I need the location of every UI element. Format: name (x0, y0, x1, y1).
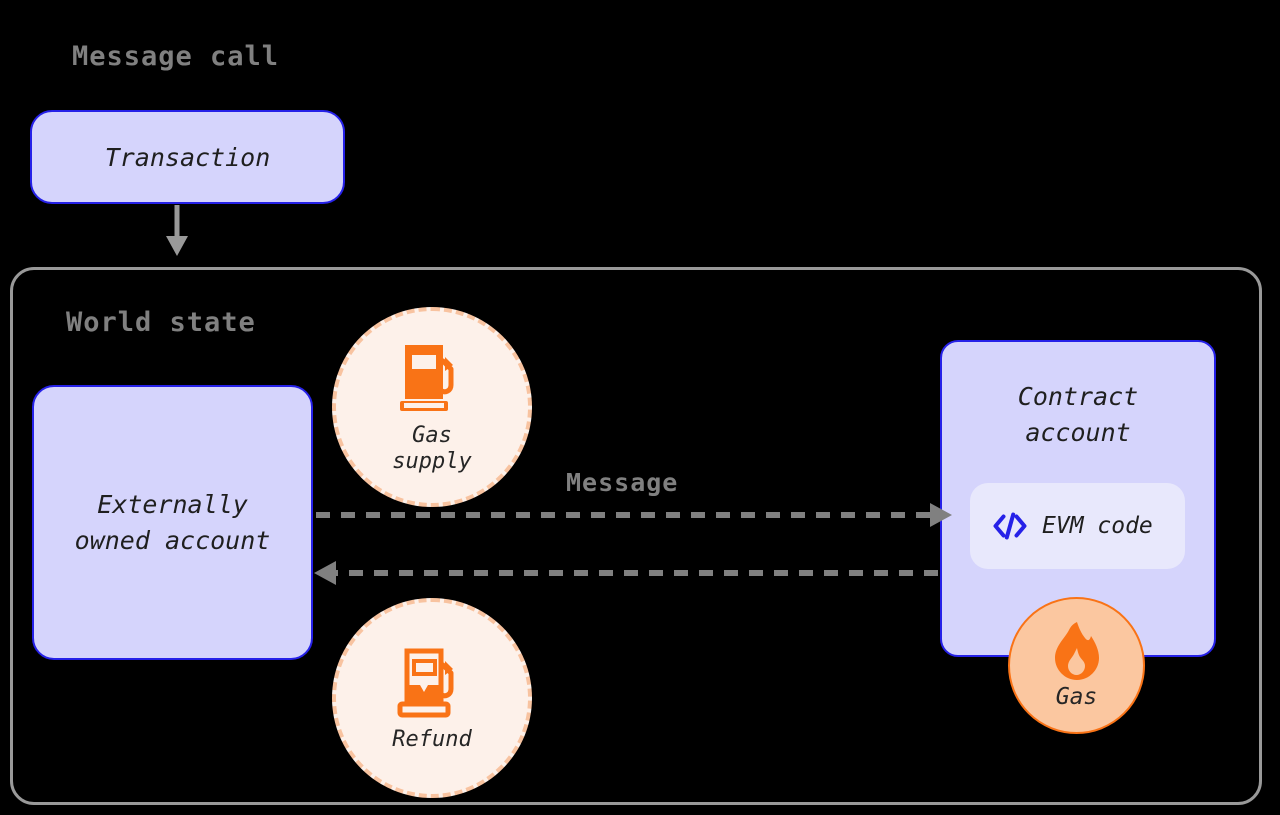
message-call-heading: Message call (72, 41, 280, 72)
externally-owned-account-node[interactable]: Externally owned account (32, 385, 313, 660)
gas-badge-label: Gas (1056, 684, 1098, 711)
contract-node-label-line1: Contract (1017, 382, 1139, 411)
fuel-pump-outline-icon (395, 643, 469, 719)
refund-label: Refund (392, 727, 471, 753)
evm-code-chip[interactable]: EVM code (970, 483, 1185, 569)
transaction-node[interactable]: Transaction (30, 110, 345, 204)
gas-supply-label-line1: Gas (412, 423, 452, 449)
code-brackets-icon (992, 511, 1028, 541)
contract-node-label-line2: account (1025, 417, 1131, 447)
eoa-node-label-line1: Externally (97, 490, 248, 519)
gas-supply-label: Gas supply (392, 423, 471, 475)
evm-code-label: EVM code (1042, 513, 1153, 539)
world-state-heading: World state (66, 307, 256, 338)
world-state-container (10, 267, 1262, 805)
fuel-pump-filled-icon (395, 339, 469, 415)
gas-supply-label-line2: supply (392, 449, 472, 474)
transaction-node-label: Transaction (104, 142, 271, 172)
gas-supply-circle[interactable]: Gas supply (332, 307, 532, 507)
transaction-to-world-state-arrow (166, 205, 188, 256)
refund-label-line1: Refund (392, 727, 472, 753)
flame-icon (1047, 620, 1107, 682)
refund-circle[interactable]: Refund (332, 598, 532, 798)
gas-badge[interactable]: Gas (1008, 597, 1145, 734)
eoa-node-label-line2: owned account (74, 525, 271, 555)
message-arrow-label: Message (566, 468, 679, 497)
gas-badge-label-line1: Gas (1055, 683, 1098, 710)
